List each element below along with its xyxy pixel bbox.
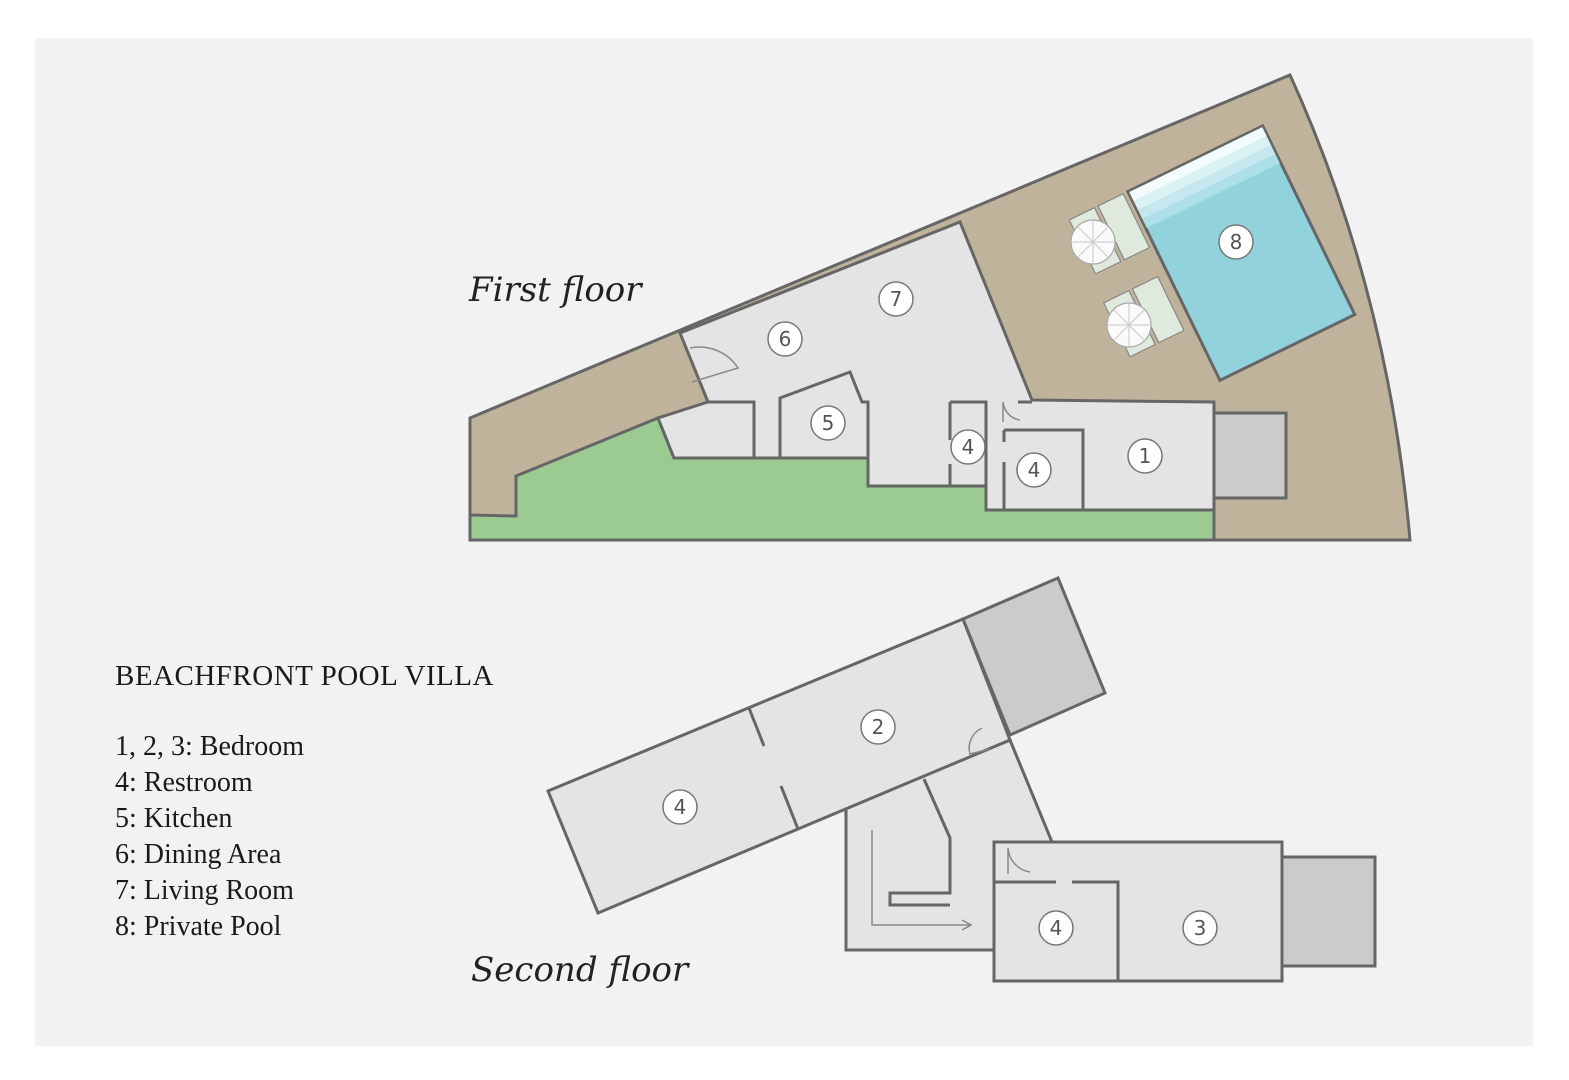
entrance-door xyxy=(689,346,740,383)
svg-text:4: 4 xyxy=(962,435,975,459)
restroom-door-first xyxy=(1002,401,1021,422)
room-marker: 4 xyxy=(1038,910,1074,946)
room-marker: 8 xyxy=(1218,224,1254,260)
svg-text:1: 1 xyxy=(1139,444,1152,468)
room-marker: 4 xyxy=(1016,452,1052,488)
svg-text:7: 7 xyxy=(890,287,903,311)
second-floor-plan: 2 4 4 3 xyxy=(546,576,1377,983)
villa-title: BEACHFRONT POOL VILLA xyxy=(115,660,494,692)
legend-item-kitchen: 5: Kitchen xyxy=(115,803,233,834)
legend-item-living: 7: Living Room xyxy=(115,875,294,906)
lower-wing xyxy=(992,840,1284,983)
svg-text:6: 6 xyxy=(779,327,792,351)
svg-text:4: 4 xyxy=(674,795,687,819)
stair-arrow-icon xyxy=(871,830,970,926)
legend-item-restroom: 4: Restroom xyxy=(115,767,253,798)
svg-text:5: 5 xyxy=(822,411,835,435)
room-markers-first: 1 4 4 5 6 7 8 xyxy=(767,224,1254,488)
first-floor-plan: 1 4 4 5 6 7 8 xyxy=(468,73,1412,542)
room-marker: 4 xyxy=(950,429,986,465)
svg-text:4: 4 xyxy=(1050,916,1063,940)
svg-text:4: 4 xyxy=(1028,458,1041,482)
room-marker: 1 xyxy=(1127,438,1163,474)
room-marker: 5 xyxy=(810,405,846,441)
sun-loungers xyxy=(1068,192,1185,358)
svg-text:2: 2 xyxy=(872,715,885,739)
interior-walls-first xyxy=(708,370,1085,510)
balcony-second-rotated xyxy=(961,576,1107,737)
legend: BEACHFRONT POOL VILLA 1, 2, 3: Bedroom 4… xyxy=(115,660,494,945)
bedroom-door-second xyxy=(968,727,990,755)
room-marker: 7 xyxy=(878,281,914,317)
second-floor-label: Second floor xyxy=(471,950,689,990)
legend-item-dining: 6: Dining Area xyxy=(115,839,282,870)
svg-text:3: 3 xyxy=(1194,916,1207,940)
balcony-first xyxy=(1212,411,1288,500)
room-marker: 3 xyxy=(1182,910,1218,946)
first-floor-label: First floor xyxy=(469,270,642,310)
room-marker: 2 xyxy=(860,709,896,745)
room-marker: 6 xyxy=(767,321,803,357)
upper-wing xyxy=(546,617,1012,915)
legend-item-pool: 8: Private Pool xyxy=(115,911,282,942)
svg-text:8: 8 xyxy=(1230,230,1243,254)
legend-item-bedroom: 1, 2, 3: Bedroom xyxy=(115,731,304,762)
balcony-second xyxy=(1280,855,1377,968)
room-marker: 4 xyxy=(662,789,698,825)
restroom-door-second xyxy=(1007,847,1031,874)
room-markers-second: 2 4 4 3 xyxy=(662,709,1218,946)
interior-walls-second xyxy=(747,707,1120,981)
